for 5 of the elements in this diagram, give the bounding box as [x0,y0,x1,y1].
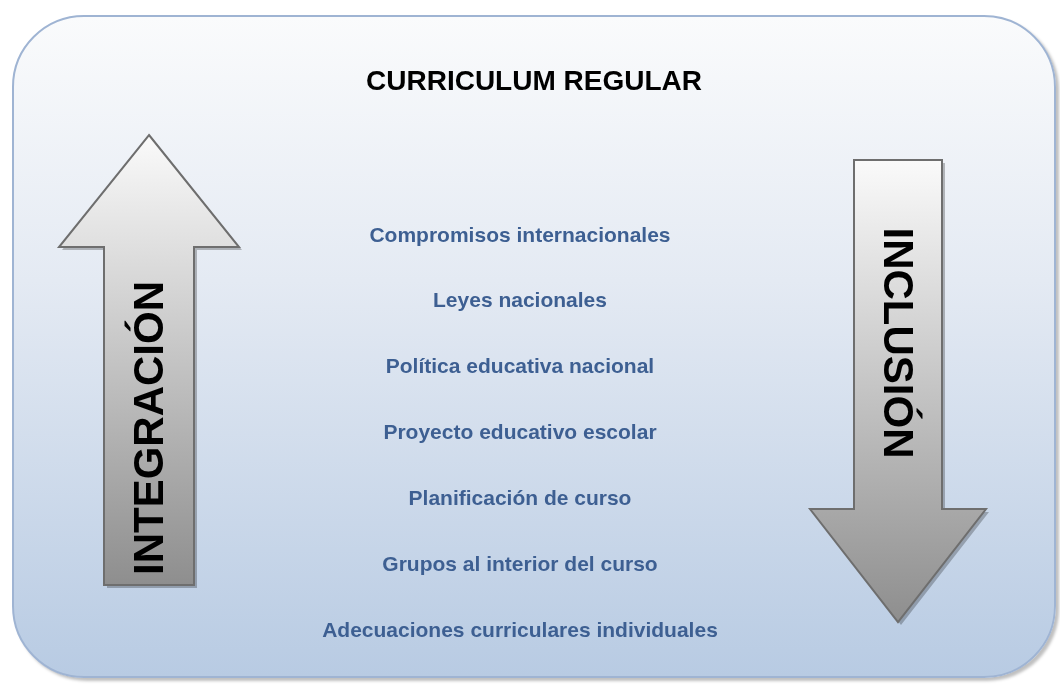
down-block-arrow [810,160,986,622]
diagram-heading: CURRICULUM REGULAR [365,65,703,97]
rounded-panel [12,15,1056,678]
up-block-arrow [59,135,239,585]
list-item: Adecuaciones curriculares individuales [321,618,719,642]
